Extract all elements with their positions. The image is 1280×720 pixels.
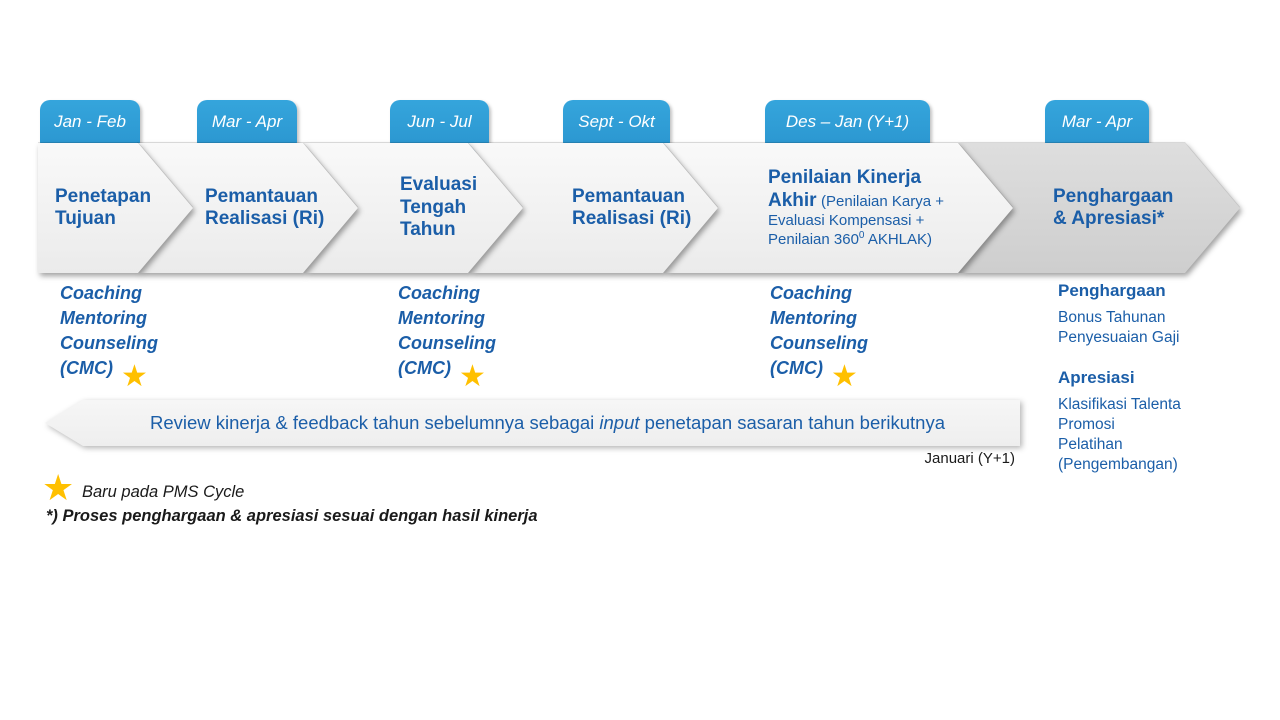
legend-star-text: Baru pada PMS Cycle	[82, 483, 245, 501]
stage-6-date-label: Mar - Apr	[1061, 112, 1133, 131]
apresiasi-item: Klasifikasi Talenta	[1058, 396, 1181, 413]
stage-5-title: Penilaian Kinerja Akhir	[768, 167, 922, 211]
stage-3-title: Evaluasi Tengah Tahun	[400, 174, 478, 241]
cmc-line: Coaching	[770, 283, 853, 303]
new-item-star-icon: ★	[120, 360, 148, 393]
apresiasi-item: (Pengembangan)	[1058, 456, 1178, 473]
penghargaan-item: Bonus Tahunan	[1058, 309, 1166, 326]
stage-5-chevron: Penilaian Kinerja Akhir (Penilaian Karya…	[663, 143, 1013, 273]
cmc-line: Coaching	[60, 283, 143, 303]
cmc-line: Mentoring	[60, 308, 147, 328]
cmc-line: Coaching	[398, 283, 481, 303]
apresiasi-item: Promosi	[1058, 416, 1115, 433]
stage-4-title: Pemantauan Realisasi (Ri)	[572, 185, 692, 229]
cmc-line: Mentoring	[398, 308, 485, 328]
cmc-block-2: Coaching Mentoring Counseling (CMC)★	[398, 281, 496, 393]
cmc-block-3: Coaching Mentoring Counseling (CMC)★	[770, 281, 868, 393]
januari-label: Januari (Y+1)	[924, 450, 1015, 467]
cmc-line: Counseling	[398, 333, 496, 353]
review-feedback-text: Review kinerja & feedback tahun sebelumn…	[149, 412, 946, 433]
stage-5-title-block: Penilaian Kinerja Akhir (Penilaian Karya…	[768, 167, 958, 249]
stage-3-date-label: Jun - Jul	[407, 112, 472, 131]
stage-2-date-label: Mar - Apr	[211, 112, 283, 131]
stage-1-chevron: Penetapan Tujuan	[38, 143, 193, 273]
cmc-line: Counseling	[60, 333, 158, 353]
stage-1-title: Penetapan Tujuan	[55, 185, 152, 229]
review-feedback-bar: Review kinerja & feedback tahun sebelumn…	[45, 400, 1020, 446]
stage-2-title: Pemantauan Realisasi (Ri)	[205, 185, 325, 229]
stage-6-title: Penghargaan & Apresiasi*	[1053, 185, 1174, 229]
rewards-column: Penghargaan Bonus Tahunan Penyesuaian Ga…	[1058, 281, 1268, 475]
apresiasi-heading: Apresiasi	[1058, 368, 1135, 387]
asterisk-footnote: *) Proses penghargaan & apresiasi sesuai…	[46, 507, 538, 525]
new-item-star-icon: ★	[458, 360, 486, 393]
cmc-line: (CMC)★	[770, 358, 858, 393]
cmc-block-1: Coaching Mentoring Counseling (CMC)★	[60, 281, 158, 393]
apresiasi-item: Pelatihan	[1058, 436, 1123, 453]
legend-star-icon: ★	[42, 467, 75, 508]
superscript-zero: 0	[858, 229, 865, 241]
spacer	[1058, 348, 1268, 368]
stage-4-date-label: Sept - Okt	[578, 112, 655, 131]
input-italic-word: input	[599, 412, 640, 433]
cmc-line: Mentoring	[770, 308, 857, 328]
cmc-line: Counseling	[770, 333, 868, 353]
penghargaan-heading: Penghargaan	[1058, 281, 1166, 300]
new-item-star-icon: ★	[830, 360, 858, 393]
stage-5-date-label: Des – Jan (Y+1)	[785, 112, 910, 131]
stage-5-detail: (Penilaian Karya + Evaluasi Kompensasi +…	[768, 192, 945, 248]
cmc-line: (CMC)★	[60, 358, 148, 393]
stage-1-date-label: Jan - Feb	[54, 112, 126, 131]
penghargaan-item: Penyesuaian Gaji	[1058, 329, 1180, 346]
cmc-line: (CMC)★	[398, 358, 486, 393]
